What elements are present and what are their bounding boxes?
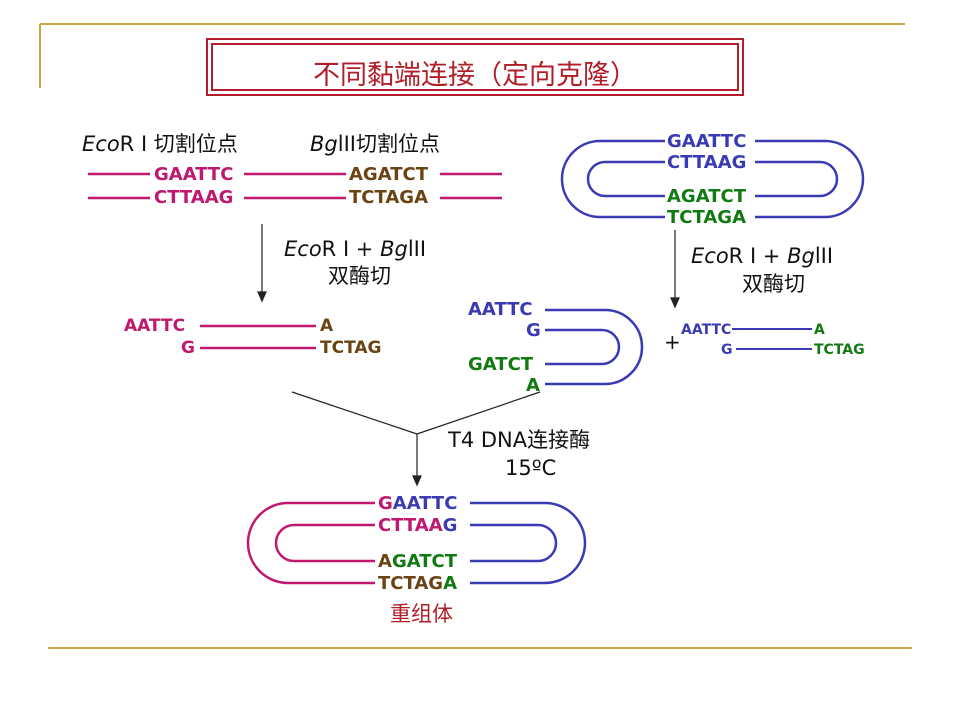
recombinant-inner-right: [470, 523, 558, 563]
cut-vector-inner: [545, 328, 621, 366]
dd-a1: Eco: [284, 237, 322, 261]
plasmid-inner-right: [755, 160, 839, 198]
ecori-site-label: EcoR I 切割位点: [82, 134, 238, 155]
plasmid-outer-left: [560, 139, 665, 219]
cut-vector-seq-4: A: [526, 375, 540, 396]
ligase-label: T4 DNA连接酶: [448, 428, 591, 452]
double-digest-right-text: 双酶切: [742, 272, 805, 296]
recombinant-seq-1: GAATTC: [378, 495, 457, 513]
plasmid-outer-right: [755, 139, 865, 219]
cut-vector-outer: [545, 308, 644, 386]
cut-insert-left-top: AATTC: [124, 316, 186, 336]
dd-b4: lII: [814, 244, 834, 268]
rec-3a: A: [378, 551, 392, 572]
arrows: [257, 224, 680, 487]
recombinant-seq-3: AGATCT: [378, 553, 457, 571]
plus-sign: +: [664, 330, 681, 354]
rec-3b: GATCT: [391, 551, 458, 572]
rec-1b: AATTC: [392, 493, 458, 514]
rec-2a: CTTAA: [378, 515, 443, 536]
double-digest-right-enzymes: EcoR I + BglII: [691, 246, 833, 267]
rec-4b: A: [443, 573, 458, 594]
bgl-rest: lII切割位点: [337, 132, 440, 156]
recombinant-outer-right: [470, 501, 587, 585]
dd-a4: lII: [407, 237, 427, 261]
ecori-rest: R I 切割位点: [119, 132, 238, 156]
insert-top-left-seq: GAATTC: [154, 164, 234, 185]
bglii-site-label: BglII切割位点: [310, 134, 440, 155]
cut-insert-right-top: A: [320, 316, 334, 336]
small-fragment-left-top: AATTC: [681, 322, 732, 338]
page-title: 不同黏端连接（定向克隆）: [313, 60, 637, 91]
small-fragment-lines: [732, 328, 812, 350]
plasmid-seq-2: CTTAAG: [667, 152, 747, 173]
recombinant-inner-left: [274, 523, 375, 563]
cut-insert-left-bottom: G: [181, 338, 195, 358]
small-fragment-right-bottom: TCTAG: [814, 342, 865, 358]
cut-vector-seq-3: GATCT: [468, 354, 534, 375]
merge-line-right: [416, 391, 541, 435]
insert-dna-lines: [88, 172, 502, 200]
left-arrow-head: [257, 291, 267, 303]
right-arrow-head: [670, 297, 680, 309]
dd-b1: Eco: [691, 244, 729, 268]
cut-vector-strands: [545, 308, 644, 386]
recombinant-seq-2: CTTAAG: [378, 517, 457, 535]
recombinant-seq-4: TCTAGA: [378, 575, 457, 593]
cut-vector-seq-1: AATTC: [468, 299, 533, 320]
dd-a2: R I +: [321, 237, 381, 261]
ecori-italic: Eco: [82, 132, 120, 156]
cut-insert-lines: [200, 324, 316, 350]
dd-a3: Bg: [380, 237, 408, 261]
recombinant-strands: [246, 501, 587, 585]
double-digest-left-enzymes: EcoR I + BglII: [284, 239, 426, 260]
small-fragment-right-top: A: [814, 322, 825, 338]
merge-line-left: [291, 391, 418, 435]
dd-b3: Bg: [787, 244, 815, 268]
plasmid-seq-3: AGATCT: [667, 186, 747, 207]
double-digest-left-text: 双酶切: [328, 264, 391, 288]
merge-arrow-head: [412, 475, 422, 487]
plasmid-inner-left: [586, 160, 665, 198]
insert-bottom-left-seq: CTTAAG: [154, 187, 234, 208]
plasmid-strands: [560, 139, 865, 219]
cut-insert-right-bottom: TCTAG: [320, 338, 382, 358]
rec-2b: G: [442, 515, 458, 536]
temperature-label: 15ºC: [505, 456, 557, 480]
small-fragment-left-bottom: G: [721, 342, 733, 358]
rec-1a: G: [378, 493, 393, 514]
recombinant-label: 重组体: [390, 602, 453, 626]
dd-b2: R I +: [728, 244, 788, 268]
recombinant-outer-left: [246, 501, 375, 585]
title-box: 不同黏端连接（定向克隆）: [206, 38, 744, 96]
plasmid-seq-1: GAATTC: [667, 131, 747, 152]
cut-vector-seq-2: G: [526, 320, 541, 341]
insert-top-right-seq: AGATCT: [349, 164, 429, 185]
bgl-italic: Bg: [310, 132, 338, 156]
insert-bottom-right-seq: TCTAGA: [349, 187, 429, 208]
plasmid-seq-4: TCTAGA: [667, 207, 747, 228]
rec-4a: TCTAG: [378, 573, 444, 594]
